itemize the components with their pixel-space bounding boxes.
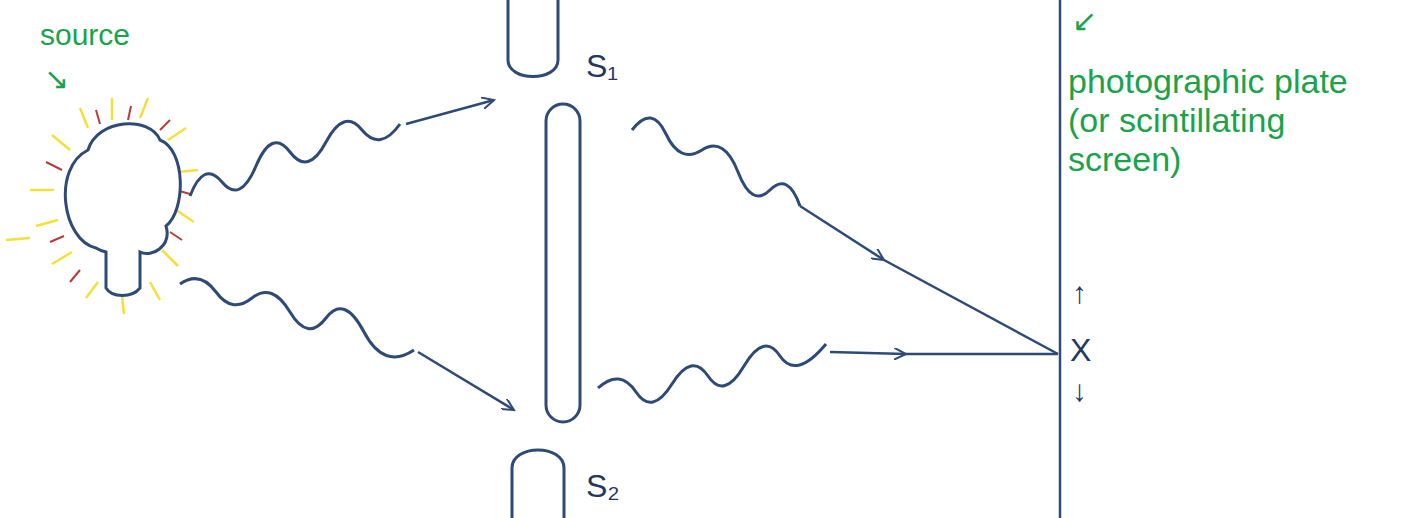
pointer-arrow: ↙ (1072, 4, 1097, 39)
direction-arrow: ↓ (1072, 374, 1087, 409)
slit-label: S₂ (586, 468, 620, 505)
source-label: source (40, 18, 130, 53)
waves (180, 118, 826, 402)
plate-label: photographic plate (or scintillating scr… (1068, 62, 1378, 179)
slit-label: S₁ (586, 48, 618, 85)
position-label: X (1070, 332, 1091, 369)
barrier-middle (546, 104, 580, 422)
barrier-top (508, 0, 558, 77)
light-rays (6, 98, 198, 314)
direction-arrow: ↑ (1072, 276, 1087, 311)
barrier-bottom (512, 450, 564, 518)
light-bulb (65, 124, 180, 296)
pointer-arrow: ↘ (44, 62, 69, 97)
photographic-plate (1059, 0, 1062, 518)
wave-arrows (406, 100, 1058, 410)
